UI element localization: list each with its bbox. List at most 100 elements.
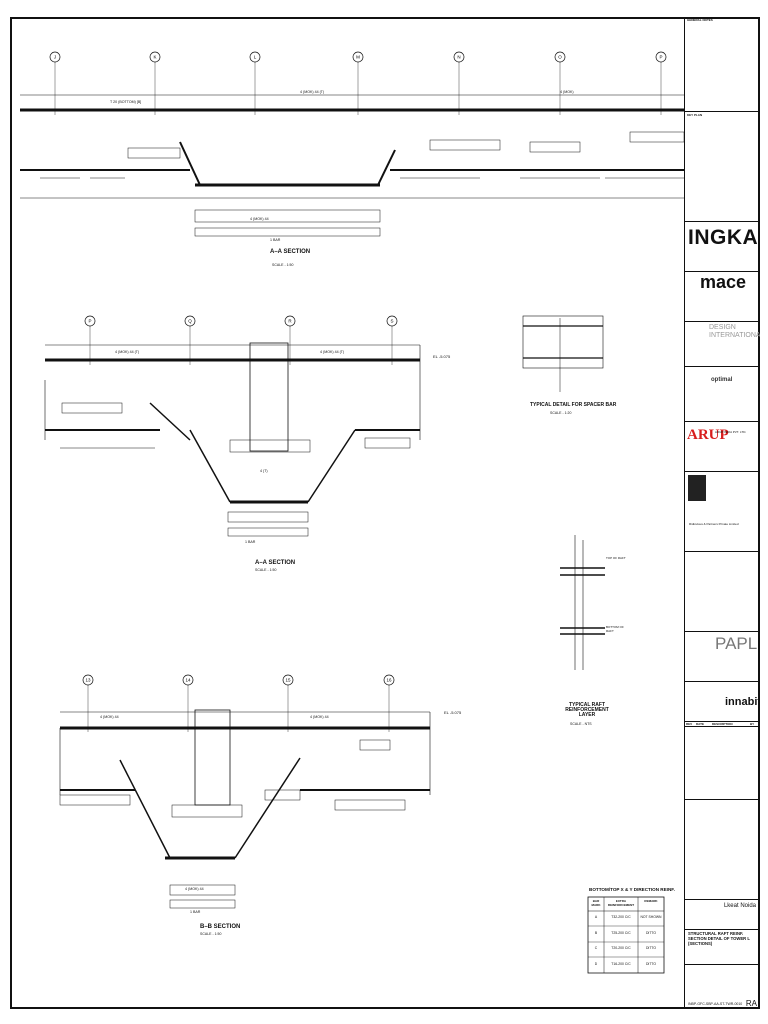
- reinf-cell: C: [594, 946, 598, 950]
- raft-detail-title: TYPICAL RAFT REINFORCEMENT LAYER: [565, 702, 609, 718]
- s3-core-wall: [194, 709, 231, 806]
- innabit-logo: innabit: [725, 696, 760, 708]
- svg-text:R: R: [288, 319, 292, 324]
- project-cell: Lkeat Noida: [685, 900, 760, 930]
- rev-th: REV: [686, 722, 693, 726]
- revision-header: REV DATE DESCRIPTION BY: [685, 722, 760, 727]
- cad-cell: Ridiculous & Partners Private Limited: [685, 472, 760, 552]
- svg-text:16: 16: [386, 678, 392, 683]
- section-2-scale: SCALE - 1:50: [255, 568, 277, 572]
- svg-text:L: L: [254, 55, 257, 60]
- sheet-title-cell: STRUCTURAL RAFT REINF. SECTION DETAIL OF…: [685, 930, 760, 965]
- svg-text:4 (MOK) 44: 4 (MOK) 44: [100, 715, 119, 719]
- mace-logo: mace: [700, 272, 747, 292]
- pmc-logo-cell: mace: [685, 272, 760, 322]
- drawing-number: INBP-GFC-SBP-AA-ST-TWR-0010: [688, 1002, 743, 1006]
- svg-text:K: K: [153, 55, 156, 60]
- bottom-of-raft-label: BOTTOM OF RAFT: [606, 625, 624, 633]
- reinf-cell: B: [594, 930, 598, 935]
- svg-text:1 BAR: 1 BAR: [190, 910, 201, 914]
- innabit-cell: innabit: [685, 682, 760, 722]
- spacer-detail: [522, 315, 604, 392]
- svg-text:4 (MOK) 44: 4 (MOK) 44: [185, 887, 204, 891]
- s1-grid-bubble-J: J: [49, 51, 61, 115]
- s2-core-wall: [249, 342, 289, 452]
- papl-logo: PAPL: [715, 634, 758, 653]
- s1-grid-bubble-L: L: [249, 51, 261, 115]
- svg-text:T 20 (BOTTOM) [B]: T 20 (BOTTOM) [B]: [110, 100, 141, 104]
- reinf-cell: DITTO: [645, 946, 657, 950]
- s1-slope-right: [377, 149, 396, 186]
- svg-text:N: N: [457, 55, 460, 60]
- svg-text:4 (MOK) 44: 4 (MOK) 44: [250, 217, 269, 221]
- reinf-table-header: BAR MARK EXTRA REINFORCEMENT REMARK: [588, 899, 664, 907]
- section-3-title: B–B SECTION: [200, 924, 241, 930]
- general-notes: GENERAL NOTES: [685, 17, 760, 112]
- reinf-cell: T25-200 C/C: [611, 930, 631, 935]
- svg-text:Q: Q: [188, 319, 192, 324]
- rev-th: BY: [750, 722, 755, 726]
- svg-text:P: P: [88, 319, 91, 324]
- svg-text:EL -5.075: EL -5.075: [433, 354, 451, 359]
- mep-cell: optimal: [685, 367, 760, 422]
- s3-grid-bubble-16: 16: [383, 674, 395, 732]
- s1-grid-bubble-O: O: [554, 51, 566, 115]
- svg-text:M: M: [356, 55, 360, 60]
- key-plan: KEY PLAN: [685, 112, 760, 222]
- reinf-cell: NOT SHOWN: [640, 915, 662, 919]
- key-plan-label: KEY PLAN: [687, 113, 703, 117]
- papl-cell: PAPL: [685, 632, 760, 682]
- svg-text:4 (T): 4 (T): [260, 469, 268, 473]
- architect-cell: DESIGN INTERNATIONAL: [685, 322, 760, 367]
- s2-grid-bubble-R: R: [284, 315, 296, 365]
- project-name: Lkeat Noida: [723, 903, 756, 909]
- s2-grid-bubble-Q: Q: [184, 315, 196, 365]
- section-3-scale: SCALE - 1:50: [200, 932, 222, 936]
- client-logo-cell: INGKA: [685, 222, 760, 272]
- s2-grid-bubble-S: S: [386, 315, 398, 365]
- arup-name: ARUP INDIA PVT. LTD.: [715, 430, 747, 434]
- svg-text:4 (MOK) 44 (T): 4 (MOK) 44 (T): [320, 350, 344, 354]
- reinf-cell: T20-200 C/C: [611, 946, 631, 950]
- spacer-detail-scale: SCALE - 1:20: [550, 411, 572, 415]
- svg-text:J: J: [54, 55, 56, 60]
- references-cell: [685, 800, 760, 900]
- table-row: C T20-200 C/C DITTO: [588, 946, 664, 962]
- reinforcement-table: [587, 896, 665, 974]
- cad-logo-icon: [688, 475, 706, 501]
- section-1-scale: SCALE - 1:50: [272, 263, 294, 267]
- svg-text:15: 15: [285, 678, 291, 683]
- cad-name: Ridiculous & Partners Private Limited: [689, 522, 739, 526]
- svg-text:P: P: [659, 55, 662, 60]
- svg-text:1 BAR: 1 BAR: [270, 238, 281, 242]
- svg-text:1 BAR: 1 BAR: [245, 540, 256, 544]
- rev-th: DATE: [696, 722, 704, 726]
- ingka-logo: INGKA: [688, 226, 759, 249]
- revision-table: REV DATE DESCRIPTION BY: [685, 722, 760, 800]
- reinf-th: EXTRA REINFORCEMENT: [607, 899, 635, 907]
- arup-logo: ARUP: [687, 427, 729, 443]
- section-1: T 20 (BOTTOM) [B] 4 (MOK) 44 (T) 4 (MOK)…: [20, 90, 685, 242]
- s1-grid-bubble-K: K: [149, 51, 161, 115]
- s2-grid-bubble-P: P: [84, 315, 96, 365]
- reinf-th: REMARK: [644, 899, 658, 903]
- reinf-cell: T16-200 C/C: [611, 961, 631, 966]
- svg-text:S: S: [390, 319, 393, 324]
- section-1-title: A–A SECTION: [270, 249, 311, 255]
- s3-grid-bubble-14: 14: [182, 674, 194, 732]
- s3-grid-bubble-13: 13: [82, 674, 94, 732]
- title-block: GENERAL NOTES KEY PLAN INGKA mace DESIGN…: [684, 17, 760, 1009]
- optimal-logo: optimal: [711, 377, 733, 383]
- general-notes-label: GENERAL NOTES: [687, 18, 713, 22]
- drawing-number-cell: INBP-GFC-SBP-AA-ST-TWR-0010 RA: [685, 965, 760, 1009]
- design-international-logo: DESIGN INTERNATIONAL: [709, 324, 760, 339]
- svg-text:O: O: [558, 55, 562, 60]
- contractor-cell: [685, 552, 760, 632]
- reinf-table-title: BOTTOM/TOP X & Y DIRECTION REINF.: [589, 887, 675, 892]
- svg-text:4 (MOK) 44 (T): 4 (MOK) 44 (T): [300, 90, 324, 94]
- top-of-raft-label: TOP OF RAFT: [606, 556, 626, 560]
